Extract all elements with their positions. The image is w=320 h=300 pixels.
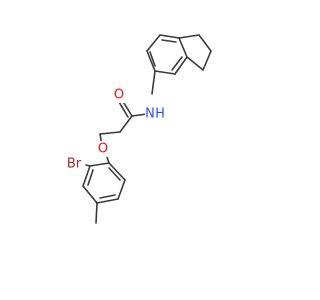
bond bbox=[131, 113, 148, 117]
bond bbox=[146, 34, 161, 52]
bromine-bond bbox=[85, 164, 91, 167]
methyl-bond bbox=[95, 202, 98, 224]
bond bbox=[89, 162, 110, 167]
label-background bbox=[145, 106, 165, 122]
bond bbox=[159, 34, 180, 39]
bond bbox=[174, 56, 188, 75]
label-background bbox=[96, 141, 110, 157]
bond bbox=[198, 34, 212, 52]
atom-labels: N H O O Br bbox=[62, 87, 165, 172]
bond bbox=[186, 56, 204, 71]
bond-double-inner bbox=[87, 169, 94, 186]
bond bbox=[178, 34, 200, 39]
bond bbox=[146, 50, 156, 72]
bond-double-inner bbox=[149, 51, 156, 67]
bond bbox=[99, 131, 121, 135]
nitrogen-label: N bbox=[145, 107, 155, 122]
molecule-structure: N H O O Br bbox=[62, 34, 212, 224]
bond bbox=[202, 50, 212, 71]
bond-double-inner bbox=[161, 39, 177, 43]
bond bbox=[82, 165, 91, 187]
ether-oxygen-label: O bbox=[98, 142, 108, 157]
bond-double-inner bbox=[171, 56, 183, 71]
label-background bbox=[112, 87, 126, 103]
bond bbox=[117, 179, 126, 200]
bond-double-inner bbox=[108, 167, 121, 181]
bond bbox=[151, 70, 156, 95]
bond bbox=[178, 37, 188, 58]
bond bbox=[96, 198, 119, 204]
molecule-canvas: N H O O Br bbox=[62, 34, 212, 224]
saturated-ring-tetralin bbox=[178, 34, 212, 71]
label-background bbox=[62, 156, 86, 172]
bromine-label: Br bbox=[67, 157, 82, 172]
bond bbox=[82, 185, 98, 204]
bond bbox=[118, 101, 129, 118]
bond bbox=[154, 70, 176, 75]
bond bbox=[119, 115, 133, 133]
amide-hydrogen-label: H bbox=[155, 107, 165, 122]
carbonyl-oxygen-label: O bbox=[114, 88, 124, 103]
aromatic-ring-tetralin bbox=[146, 34, 188, 75]
bond-double-inner bbox=[99, 194, 116, 199]
aromatic-ring-bromomethylphenyl bbox=[82, 153, 126, 224]
bond bbox=[108, 162, 126, 181]
